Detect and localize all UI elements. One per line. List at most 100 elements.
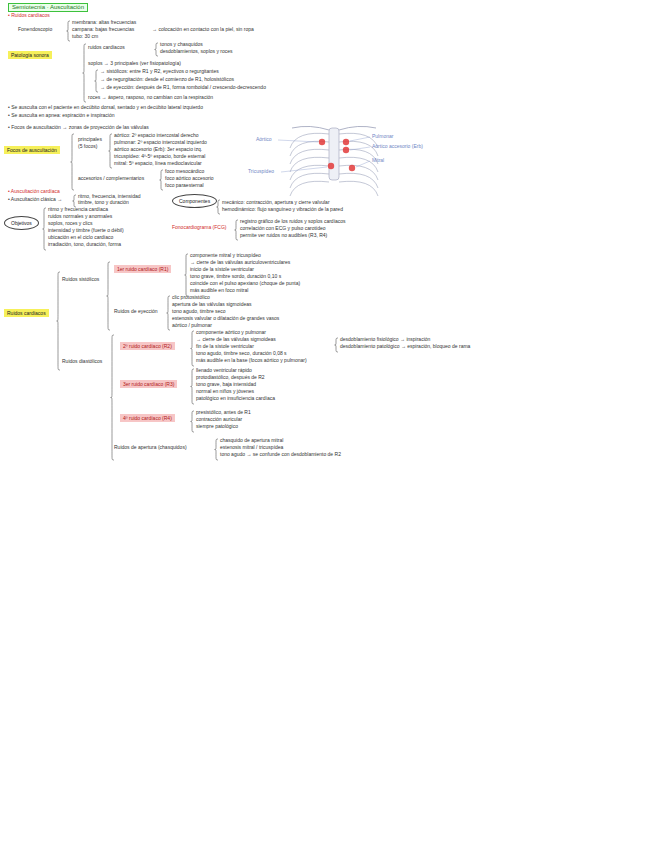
note-text: pulmonar: 2º espacio intercostal izquier… (114, 139, 207, 145)
note-text: tricuspídeo: 4º-5º espacio, borde estern… (114, 153, 205, 159)
note-text: foco aórtico accesorio (165, 175, 214, 181)
note-text: protodiastólico, después de R2 (196, 374, 265, 380)
note-text: tono agudo → se confunde con desdoblamie… (220, 451, 341, 457)
term-text: 1er ruido cardíaco (R1) (117, 266, 168, 272)
auscultation-focus (343, 139, 349, 145)
circled-term: Componentes (172, 194, 217, 208)
note-text: • Focos de auscultación → zonas de proye… (8, 124, 149, 130)
note-text: Ruidos diastólicos (62, 358, 102, 364)
note-text: coincide con el pulso apexiano (choque d… (190, 280, 300, 286)
term-text: 2º ruido cardíaco (R2) (123, 343, 172, 349)
rib (290, 149, 378, 164)
curly-bracket (160, 170, 163, 190)
note-text: inicio de la sístole ventricular (190, 266, 254, 272)
note-text: ritmo, frecuencia, intensidad (78, 193, 141, 199)
note-text: → cierre de las válvulas auriculoventric… (190, 259, 290, 265)
note-text: clic protosistólico (172, 294, 210, 300)
leader-line (281, 167, 327, 172)
note-text: (5 focos) (78, 143, 97, 149)
note-text: componente aórtico y pulmonar (196, 329, 266, 335)
curly-bracket (235, 220, 238, 240)
note-text: estenosis valvular o dilatación de grand… (172, 315, 279, 321)
note-text: → cierre de las válvulas sigmoideas (196, 336, 276, 342)
curly-bracket (191, 369, 194, 404)
auscultation-focus (319, 139, 325, 145)
note-text: más audible en foco mitral (190, 287, 248, 293)
note-text: • Ruidos cardíacos (8, 12, 50, 18)
curly-bracket (57, 272, 60, 370)
note-text: soplos, roces y clics (48, 220, 92, 226)
curly-bracket (155, 43, 158, 56)
note-text: tonos y chasquidos (160, 41, 203, 47)
highlighted-term: 1er ruido cardíaco (R1) (114, 265, 171, 273)
note-text: campana: bajas frecuencias (72, 26, 134, 32)
curly-bracket (191, 331, 194, 366)
note-text: → colocación en contacto con la piel, si… (152, 26, 254, 32)
note-text: ruidos normales y anormales (48, 213, 112, 219)
note-text: membrana: altas frecuencias (72, 19, 136, 25)
curly-bracket (217, 200, 220, 214)
highlighted-term: 4º ruido cardíaco (R4) (120, 414, 175, 422)
term-text: Componentes (179, 198, 210, 204)
curly-bracket (83, 44, 86, 102)
note-text: más audible en la base (focos aórtico y … (196, 357, 307, 363)
note-text: tubo: 30 cm (72, 33, 98, 39)
rib (290, 165, 378, 180)
note-text: Ruidos de eyección (114, 308, 158, 314)
note-text: Fonocardiograma (FCG) (172, 224, 226, 230)
curly-bracket (67, 21, 70, 41)
curly-bracket (73, 195, 76, 207)
note-text: ruidos cardíacos (88, 44, 125, 50)
curly-bracket (185, 254, 188, 296)
note-text: aórtico accesorio (Erb): 3er espacio izq… (114, 146, 202, 152)
rib (290, 141, 378, 156)
note-text: • Auscultación cardíaca (8, 188, 60, 194)
note-text: • Se ausculta en apnea: espiración e ins… (8, 112, 115, 118)
highlighted-term: Ruidos cardíacos (4, 309, 49, 317)
note-text: contracción auricular (196, 416, 242, 422)
note-text: estenosis mitral / tricuspídea (220, 444, 283, 450)
curly-bracket (215, 439, 218, 460)
term-text: Patología sonora (11, 52, 49, 58)
curly-bracket (43, 208, 46, 250)
note-text: mitral: 5º espacio, línea medioclavicula… (114, 160, 202, 166)
rib (290, 181, 378, 196)
curly-bracket (167, 296, 170, 330)
note-text: ritmo y frecuencia cardíaca (48, 206, 108, 212)
note-text: ubicación en el ciclo cardíaco (48, 234, 113, 240)
note-text: desdoblamientos, soplos y roces (160, 48, 233, 54)
highlighted-term: Patología sonora (8, 51, 52, 59)
note-text: apertura de las válvulas sigmoideas (172, 301, 252, 307)
note-text: componente mitral y tricuspídeo (190, 252, 261, 258)
note-text: siempre patológico (196, 423, 238, 429)
note-text: Ruidos sistólicos (62, 276, 99, 282)
note-text: Fonendoscopio (18, 26, 52, 32)
auscultation-focus (349, 165, 355, 171)
note-text: Mitral (372, 157, 384, 163)
note-text: foco paraesternal (165, 182, 204, 188)
circled-term: Objetivos (4, 216, 39, 230)
note-text: Pulmonar (372, 133, 393, 139)
note-text: aórtico / pulmonar (172, 322, 212, 328)
note-text: tono agudo, timbre seco, duración 0,08 s (196, 350, 287, 356)
note-text: roces → áspero, rasposo, no cambian con … (88, 94, 213, 100)
curly-bracket (335, 338, 338, 352)
note-text: presistólico, antes de R1 (196, 409, 251, 415)
curly-bracket (95, 70, 98, 92)
note-text: correlación con ECG y pulso carotídeo (240, 225, 326, 231)
leader-line (350, 147, 370, 150)
rib (290, 133, 378, 148)
page-title: Semiotecnia · Auscultación (8, 3, 88, 12)
note-text: Ruidos de apertura (chasquidos) (114, 444, 187, 450)
note-text: desdoblamiento fisiológico → inspiración (340, 336, 430, 342)
note-text: hemodinámico: flujo sanguíneo y vibració… (222, 206, 343, 212)
sternum (329, 128, 339, 180)
note-text: foco mesocárdico (165, 168, 204, 174)
note-text: normal en niños y jóvenes (196, 388, 254, 394)
note-text: permite ver ruidos no audibles (R3, R4) (240, 232, 327, 238)
leader-line (278, 140, 318, 142)
note-text: irradiación, tono, duración, forma (48, 241, 121, 247)
curly-bracket (111, 335, 114, 460)
note-text: Aórtico accesorio (Erb) (372, 143, 423, 149)
auscultation-focus (328, 163, 334, 169)
